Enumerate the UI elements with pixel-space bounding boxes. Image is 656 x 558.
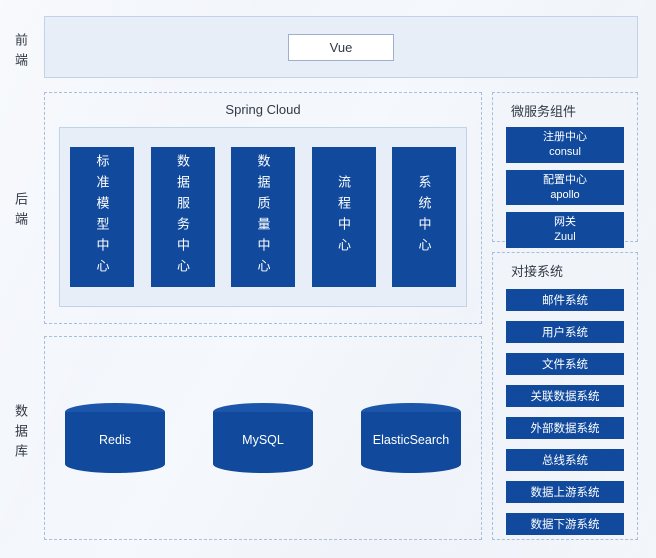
ms-node-name: 网关 xyxy=(554,216,576,229)
pillar-node-system-center: 系统中心 xyxy=(392,147,456,287)
pillar-node-process-center: 流程中心 xyxy=(311,147,376,287)
pillar-node-standard-model-center: 标准模型中心 xyxy=(70,147,134,287)
pillar-label: 流程中心 xyxy=(336,175,351,259)
integration-node-user: 用户系统 xyxy=(506,321,624,343)
pillar-label: 标准模型中心 xyxy=(94,154,110,280)
db-label: MySQL xyxy=(242,433,284,447)
db-label: Redis xyxy=(99,433,131,447)
vue-node-label: Vue xyxy=(329,39,353,55)
integrations-panel: 对接系统 邮件系统 用户系统 文件系统 关联数据系统 外部数据系统 总线系统 数… xyxy=(492,252,638,540)
microservices-list: 注册中心 consul 配置中心 apollo 网关 Zuul xyxy=(493,127,637,249)
cylinder-bottom xyxy=(65,455,165,473)
integration-node-linked-data: 关联数据系统 xyxy=(506,385,624,407)
microservices-panel: 微服务组件 注册中心 consul 配置中心 apollo 网关 Zuul xyxy=(492,92,638,249)
db-cylinder-redis: Redis xyxy=(65,403,165,473)
integrations-list: 邮件系统 用户系统 文件系统 关联数据系统 外部数据系统 总线系统 数据上游系统… xyxy=(493,289,637,535)
pillar-label: 数据服务中心 xyxy=(175,154,190,280)
ms-node-tech: apollo xyxy=(550,188,580,201)
ms-node-name: 注册中心 xyxy=(543,131,587,143)
spring-cloud-title: Spring Cloud xyxy=(225,102,301,117)
db-label: ElasticSearch xyxy=(372,433,450,447)
ms-node-gateway: 网关 Zuul xyxy=(506,212,624,249)
pillar-node-data-service-center: 数据服务中心 xyxy=(150,147,215,287)
cylinder-bottom xyxy=(213,455,313,473)
pillar-label: 系统中心 xyxy=(416,175,432,259)
ms-node-tech: consul xyxy=(549,145,581,158)
spring-cloud-container: 标准模型中心 数据服务中心 数据质量中心 流程中心 系统中心 xyxy=(59,127,467,307)
vue-node: Vue xyxy=(288,33,394,61)
pillar-node-data-quality-center: 数据质量中心 xyxy=(231,147,295,287)
integration-node-external-data: 外部数据系统 xyxy=(506,417,624,439)
database-section: Redis MySQL ElasticSearch xyxy=(44,336,482,540)
section-label-database: 数据库 xyxy=(13,404,28,464)
integration-node-mail: 邮件系统 xyxy=(506,289,624,311)
backend-section: Spring Cloud 标准模型中心 数据服务中心 数据质量中心 流程中心 系… xyxy=(44,92,482,324)
db-cylinder-mysql: MySQL xyxy=(213,403,313,473)
section-label-frontend: 前端 xyxy=(13,33,28,73)
cylinder-bottom xyxy=(361,455,461,473)
frontend-section: Vue xyxy=(44,16,638,78)
db-cylinder-elasticsearch: ElasticSearch xyxy=(361,403,461,473)
ms-node-tech: Zuul xyxy=(554,231,576,244)
section-label-backend: 后端 xyxy=(13,192,28,232)
pillar-label: 数据质量中心 xyxy=(255,154,271,280)
ms-node-name: 配置中心 xyxy=(543,173,587,186)
ms-node-config: 配置中心 apollo xyxy=(506,169,624,206)
microservices-title: 微服务组件 xyxy=(511,104,577,119)
integration-node-file: 文件系统 xyxy=(506,353,624,375)
integration-node-downstream-data: 数据下游系统 xyxy=(506,513,624,535)
integration-node-upstream-data: 数据上游系统 xyxy=(506,481,624,503)
integration-node-bus: 总线系统 xyxy=(506,449,624,471)
integrations-title: 对接系统 xyxy=(511,264,564,279)
ms-node-registry: 注册中心 consul xyxy=(506,127,624,163)
